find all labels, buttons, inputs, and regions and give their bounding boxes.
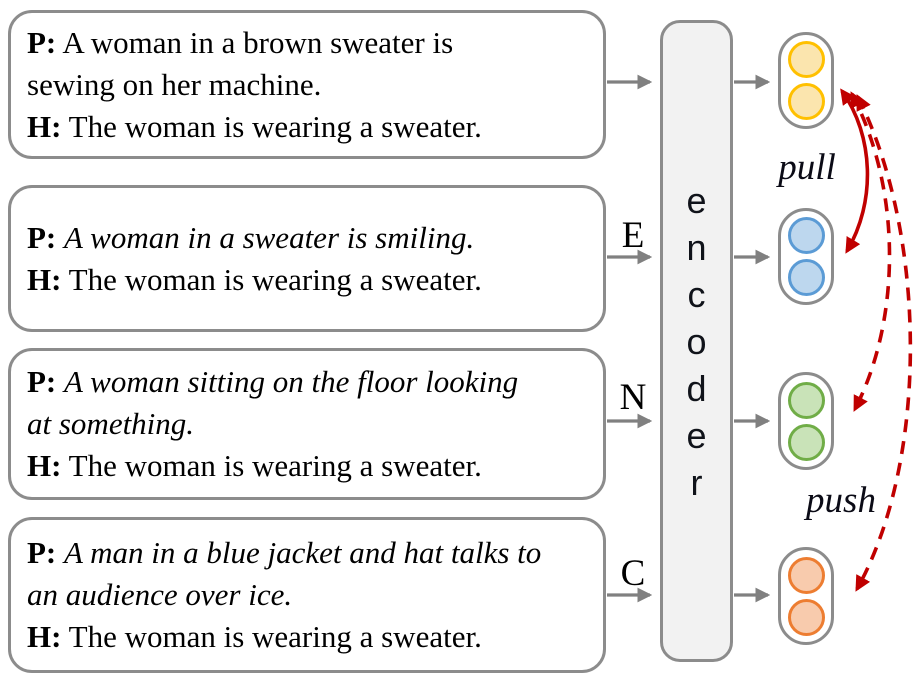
push-arrow-neutral [850, 91, 892, 412]
hypothesis-text: The woman is wearing a sweater. [68, 261, 482, 297]
encoder-letter: e [686, 414, 707, 456]
encoder-letter: c [687, 273, 706, 315]
embedding-circle [787, 598, 825, 636]
push-label: push [806, 480, 876, 521]
encoder-letter: r [690, 461, 703, 503]
embedding-circle [787, 83, 825, 120]
premise-hypothesis-box-contradiction: P: A man in a blue jacket and hat talks … [8, 517, 606, 673]
premise-label: P: [27, 364, 57, 399]
encoder-box: e n c o d e r [660, 20, 733, 662]
embedding-capsule-entailment [778, 208, 834, 305]
embedding-circle [787, 556, 825, 594]
embedding-circle [787, 217, 825, 254]
premise-text: A woman in a sweater is smiling. [64, 219, 475, 255]
hypothesis-text: The woman is wearing a sweater. [68, 448, 482, 483]
hypothesis-text: The woman is wearing a sweater. [68, 619, 482, 654]
premise-hypothesis-box-entailment: P: A woman in a sweater is smiling. H: T… [8, 185, 606, 332]
premise-line: P: A woman in a sweater is smiling. [27, 217, 545, 259]
hypothesis-label: H: [27, 448, 62, 483]
hypothesis-label: H: [27, 108, 62, 144]
embedding-circle [787, 259, 825, 296]
pull-label: pull [778, 147, 836, 188]
hypothesis-line: H: The woman is wearing a sweater. [27, 259, 545, 301]
embedding-capsule-contradiction [778, 547, 834, 645]
encoder-letter: e [686, 179, 707, 221]
hypothesis-line: H: The woman is wearing a sweater. [27, 445, 545, 487]
hypothesis-line: H: The woman is wearing a sweater. [27, 106, 545, 148]
hypothesis-line: H: The woman is wearing a sweater. [27, 616, 545, 658]
hypothesis-text: The woman is wearing a sweater. [68, 108, 482, 144]
premise-line: P: A woman in a brown sweater is sewing … [27, 22, 545, 106]
hypothesis-label: H: [27, 619, 62, 654]
premise-label: P: [27, 219, 57, 255]
encoder-letter: n [686, 226, 707, 268]
premise-text: A man in a blue jacket and hat talks to … [27, 535, 542, 612]
embedding-capsule-neutral [778, 372, 834, 470]
relation-label-neutral: N [619, 377, 647, 418]
embedding-capsule-anchor [778, 32, 834, 129]
embedding-circle [787, 41, 825, 78]
premise-line: P: A woman sitting on the floor looking … [27, 361, 545, 445]
premise-line: P: A man in a blue jacket and hat talks … [27, 532, 545, 616]
premise-text: A woman sitting on the floor looking at … [27, 364, 519, 441]
premise-label: P: [27, 535, 57, 570]
premise-hypothesis-box-anchor: P: A woman in a brown sweater is sewing … [8, 10, 606, 159]
embedding-circle [787, 423, 825, 461]
encoder-letter: o [686, 320, 707, 362]
premise-text: A woman in a brown sweater is sewing on … [27, 24, 454, 102]
premise-label: P: [27, 24, 57, 60]
hypothesis-label: H: [27, 261, 62, 297]
embedding-circle [787, 381, 825, 419]
encoder-letter: d [686, 367, 707, 409]
premise-hypothesis-box-neutral: P: A woman sitting on the floor looking … [8, 348, 606, 500]
relation-label-contradiction: C [620, 553, 646, 594]
relation-label-entailment: E [621, 215, 645, 256]
